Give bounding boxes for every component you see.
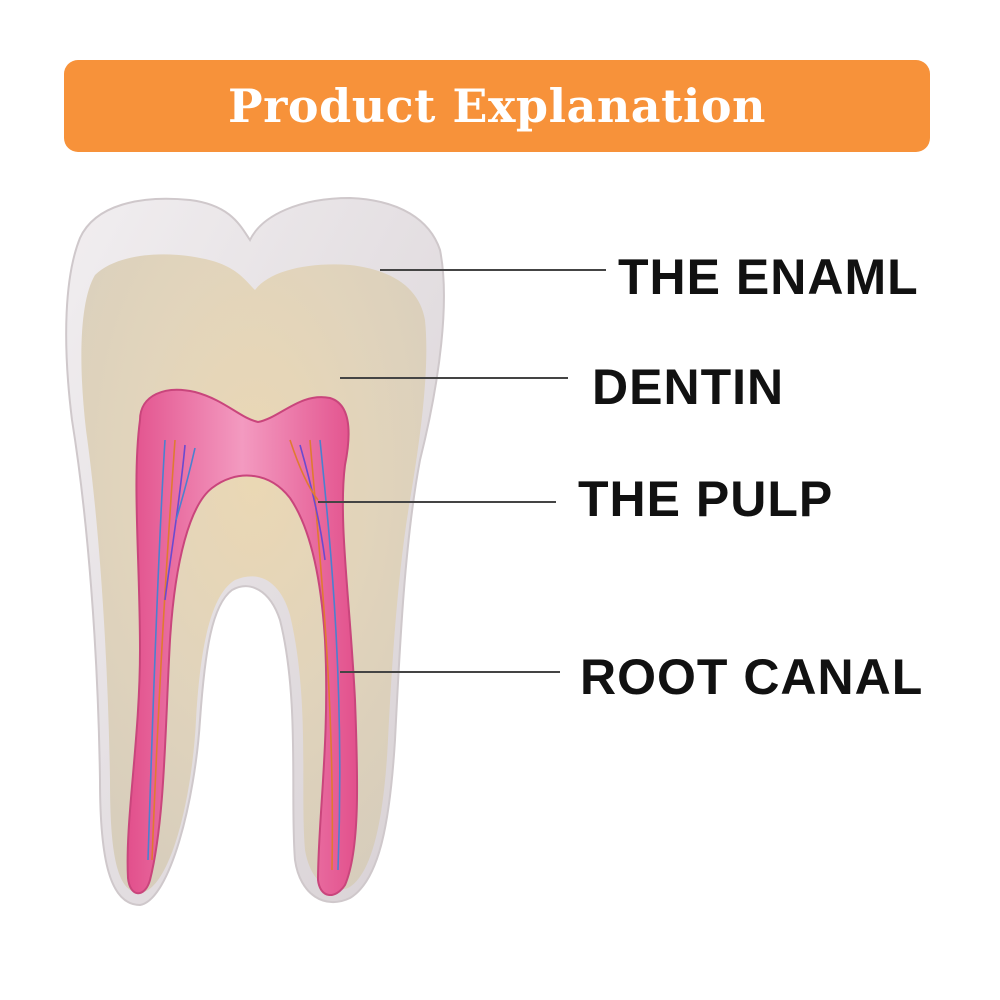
banner-title: Product Explanation — [228, 79, 766, 133]
dentin-label: DENTIN — [592, 359, 785, 415]
leader-lines — [318, 269, 606, 673]
title-banner: Product Explanation — [64, 60, 930, 152]
root-canal-label: ROOT CANAL — [580, 649, 924, 705]
pulp-label: THE PULP — [578, 471, 834, 527]
pulp-shape — [126, 388, 359, 896]
enamel-label: THE ENAML — [618, 249, 919, 305]
nerve-fibers — [147, 439, 341, 871]
